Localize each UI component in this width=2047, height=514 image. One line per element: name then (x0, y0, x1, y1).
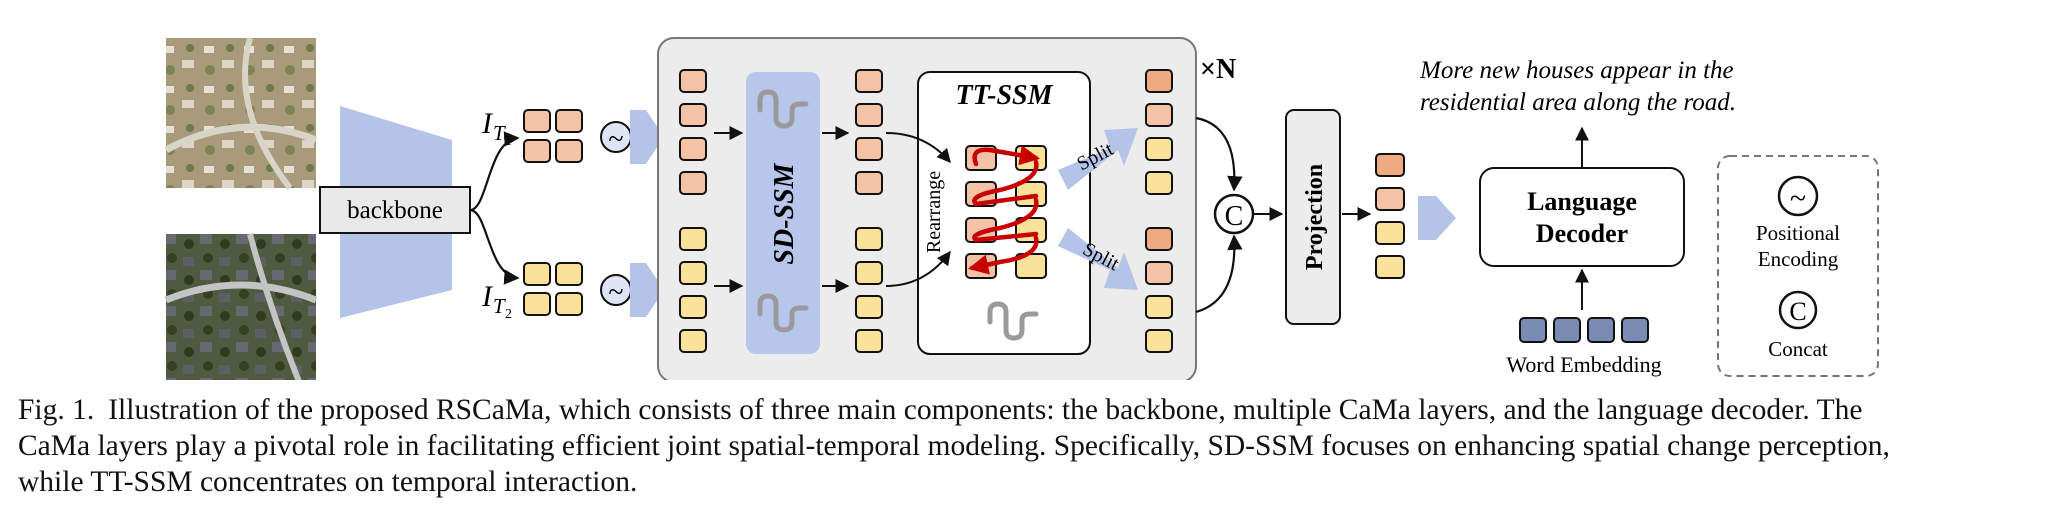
output-caption-line2: residential area along the road. (1420, 89, 1736, 116)
input-image-t2 (164, 233, 318, 380)
word-embedding-tokens (1519, 317, 1649, 343)
rearrange-label: Rearrange (923, 171, 945, 253)
svg-text:~: ~ (1790, 182, 1806, 215)
positional-encoding-t2: ~ (600, 274, 632, 308)
svg-text:1: 1 (505, 134, 512, 149)
rscama-architecture-diagram: backbone I T 1 I T 2 ~ ~ ×N (164, 37, 1879, 380)
output-caption-line1: More new houses appear in the (1419, 57, 1734, 84)
svg-text:~: ~ (608, 277, 623, 308)
word-embedding-label: Word Embedding (1506, 352, 1661, 377)
language-decoder-label-line1: Language (1527, 187, 1637, 216)
arrow-backbone-to-t1 (469, 131, 520, 212)
tt-ssm-label: TT-SSM (955, 80, 1053, 111)
t1-feature-tokens (523, 109, 583, 163)
svg-text:2: 2 (505, 307, 512, 322)
svg-text:C: C (1225, 201, 1244, 232)
pe-arrow-t2 (630, 263, 664, 317)
sd-ssm-output-tokens (855, 69, 883, 353)
caption-line-1: Fig. 1. Illustration of the proposed RSCa… (18, 392, 2028, 428)
legend-concat-label: Concat (1768, 337, 1828, 361)
arrow-to-decoder (1418, 196, 1456, 240)
projection-block (1285, 109, 1341, 325)
input-label-t2: I T 2 (481, 280, 512, 322)
caption-line-2: CaMa layers play a pivotal role in facil… (18, 430, 1890, 462)
split-arrow-bottom (1058, 228, 1138, 290)
arrow-backbone-to-t2 (469, 208, 520, 285)
tt-ssm-block (917, 71, 1091, 355)
figure-caption: Fig. 1. Illustration of the proposed RSCa… (18, 392, 2028, 500)
snake-icon-sd-top (757, 89, 809, 129)
cama-output-tokens (1145, 69, 1173, 353)
snake-icon-tt (987, 301, 1039, 341)
pe-arrow-t1 (630, 110, 664, 164)
svg-text:T: T (493, 121, 506, 145)
arrow-rearrange-t1 (885, 132, 951, 164)
legend-concat-icon: C (1778, 290, 1818, 330)
concat-node: C (1213, 193, 1255, 235)
svg-text:T: T (493, 294, 506, 318)
backbone-label: backbone (347, 197, 443, 224)
cama-input-tokens (679, 69, 707, 353)
language-decoder-label-line2: Decoder (1536, 219, 1628, 248)
arrow-to-concat-top (1195, 116, 1243, 192)
svg-text:I: I (481, 280, 494, 313)
fused-feature-tokens (1375, 153, 1405, 279)
legend-positional-label-line1: Positional (1756, 221, 1840, 245)
caption-text-1: Illustration of the proposed RSCaMa, whi… (108, 394, 1863, 426)
input-image-t1 (164, 37, 318, 190)
svg-text:~: ~ (608, 124, 623, 155)
temporal-scan-path (968, 145, 1040, 275)
legend-positional-label-line2: Encoding (1758, 247, 1839, 271)
legend-box (1717, 155, 1879, 377)
sd-ssm-label: SD-SSM (769, 162, 800, 264)
caption-line-3: while TT-SSM concentrates on temporal in… (18, 466, 638, 498)
arrow-rearrange-t2 (885, 250, 951, 287)
sd-ssm-block (746, 72, 820, 354)
arrow-to-concat-bottom (1195, 234, 1243, 314)
projection-label: Projection (1302, 164, 1328, 270)
figure-number: Fig. 1. (18, 394, 95, 426)
positional-encoding-t1: ~ (600, 121, 632, 155)
language-decoder-block (1479, 167, 1685, 267)
svg-text:I: I (481, 107, 494, 140)
input-label-t1: I T 1 (481, 107, 512, 149)
svg-text:C: C (1789, 297, 1806, 326)
legend-positional-encoding-icon: ~ (1777, 175, 1819, 217)
split-arrow-top (1058, 128, 1138, 190)
times-n-label: ×N (1200, 54, 1236, 85)
snake-icon-sd-bottom (757, 293, 809, 333)
t2-feature-tokens (523, 262, 583, 316)
